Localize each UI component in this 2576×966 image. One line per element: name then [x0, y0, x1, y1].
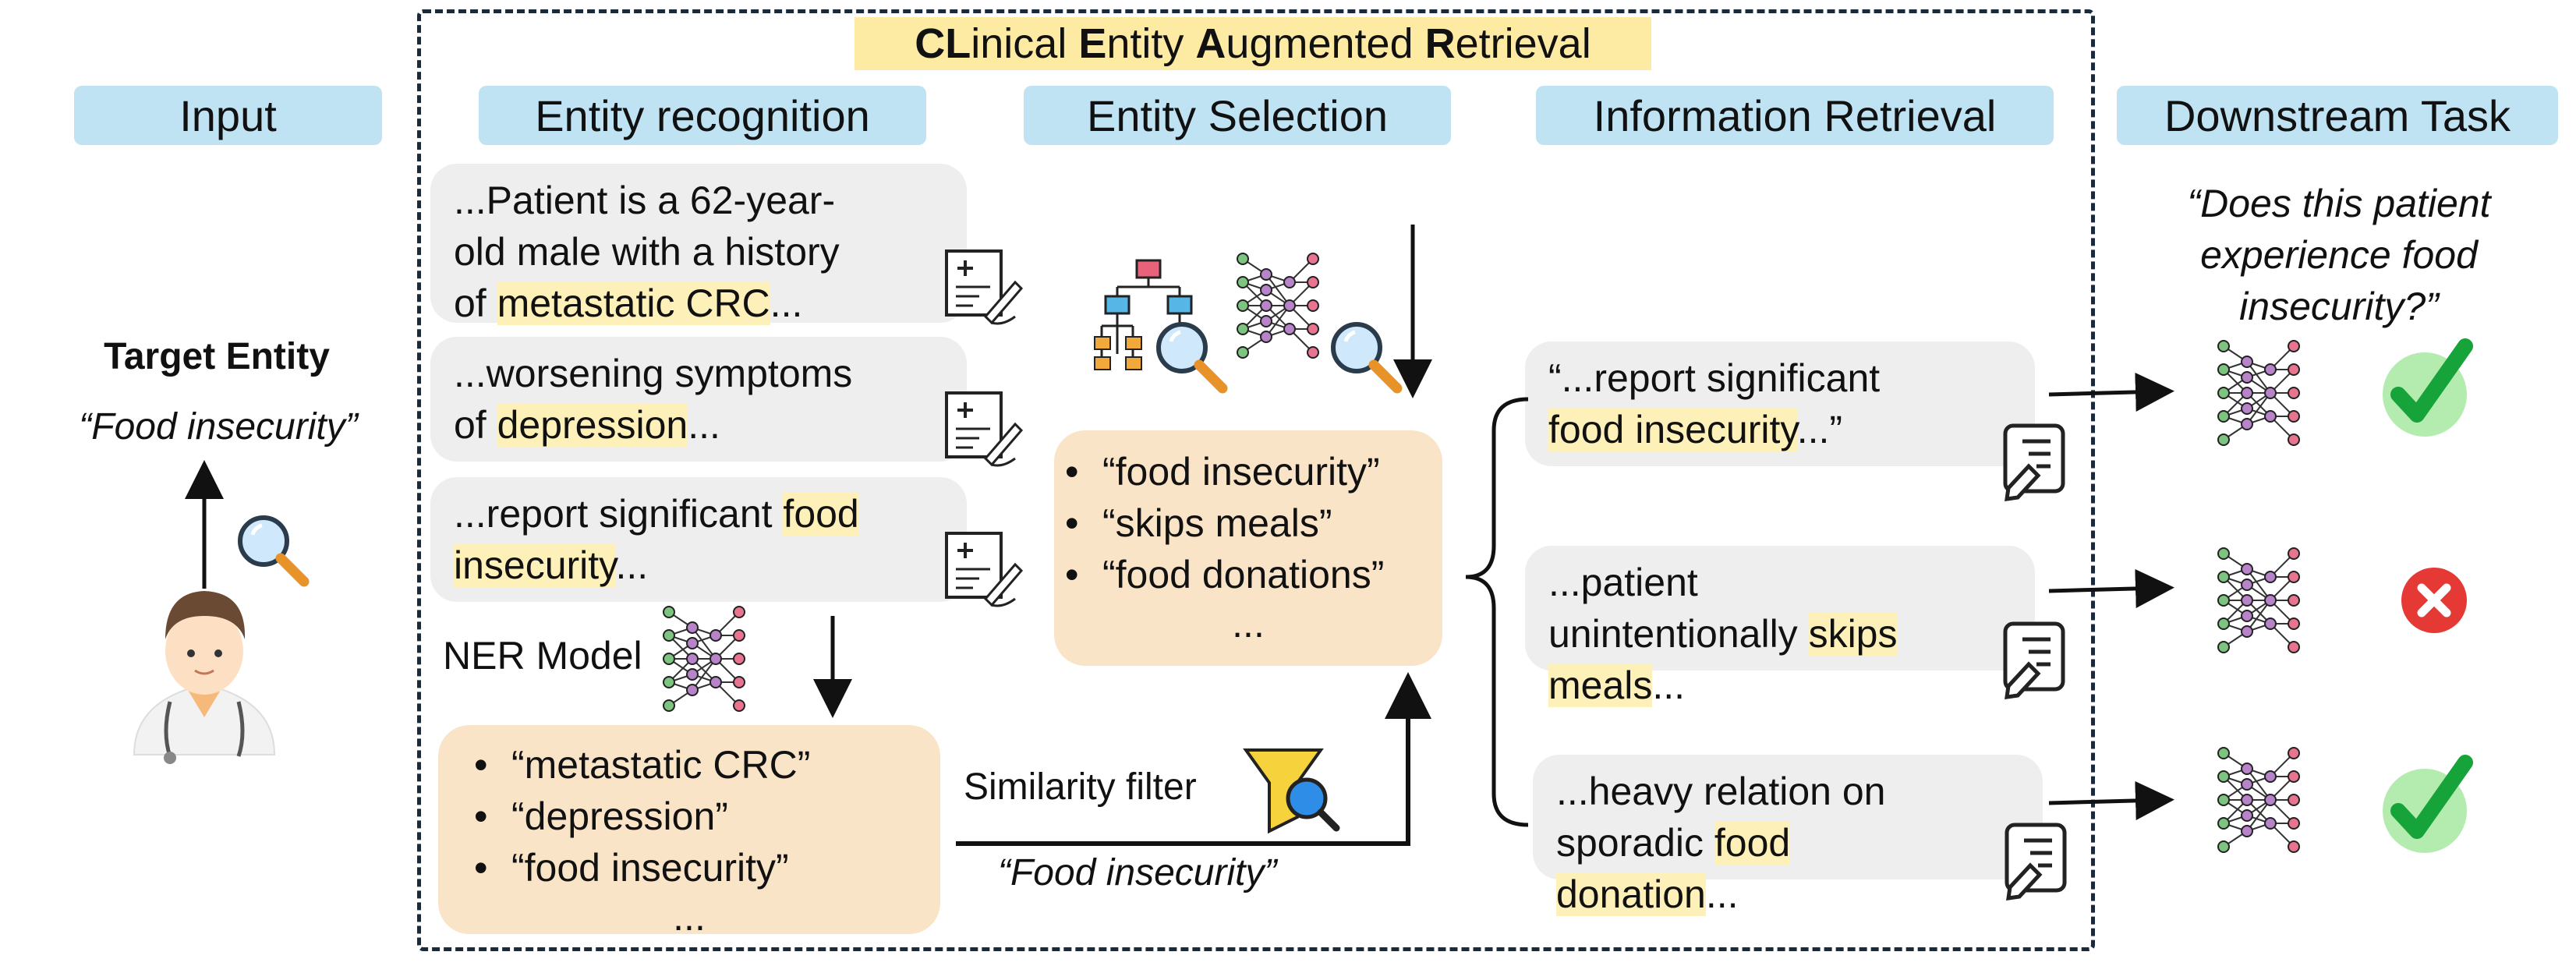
- main-title: CLinical Entity Augmented Retrieval: [855, 17, 1651, 70]
- highlight-food-insecurity: food insecurity: [1548, 408, 1797, 451]
- document-icon: [2005, 624, 2063, 697]
- retrieved-doc-1: “...report significant food insecurity..…: [1525, 341, 2035, 466]
- list-item: “food insecurity”: [474, 842, 940, 893]
- search-icon: [1333, 324, 1397, 388]
- neural-network-icon: [2217, 340, 2300, 446]
- list-item: “depression”: [474, 791, 940, 842]
- clear-pipeline-frame: [417, 9, 2095, 951]
- similarity-arrow: [956, 672, 1431, 846]
- hierarchy-icon: [1094, 259, 1193, 370]
- clinical-note-icon: [945, 532, 1023, 607]
- neural-network-icon: [2217, 547, 2300, 653]
- brace: [1465, 397, 1529, 827]
- check-icon: [2383, 346, 2467, 437]
- header-input: Input: [74, 86, 382, 145]
- document-icon: [2005, 426, 2063, 499]
- header-entity-selection: Entity Selection: [1024, 86, 1451, 145]
- list-item: “skips meals”: [1065, 497, 1442, 549]
- right-arrow: [2048, 780, 2174, 820]
- target-entity-value: “Food insecurity”: [79, 406, 358, 448]
- search-icon: [240, 518, 304, 582]
- highlight-metastatic-crc: metastatic CRC: [497, 281, 770, 325]
- more-ellipsis: ...: [673, 895, 706, 939]
- neural-network-icon: [663, 606, 745, 712]
- more-ellipsis: ...: [1232, 602, 1265, 646]
- check-icon: [2383, 763, 2467, 853]
- downstream-question: “Does this patient experience food insec…: [2187, 182, 2491, 328]
- recognized-entities-list: “metastatic CRC” “depression” “food inse…: [438, 725, 940, 939]
- clinical-note-icon: [945, 391, 1023, 467]
- clinical-note-icon: [945, 249, 1023, 325]
- right-arrow: [2048, 372, 2174, 412]
- retrieved-doc-2: ...patient unintentionally skips meals..…: [1525, 546, 2035, 707]
- funnel-icon: [1243, 748, 1340, 834]
- neural-network-icon: [2217, 747, 2300, 853]
- neural-network-icon: [1237, 253, 1319, 359]
- doctor-avatar: [133, 591, 276, 764]
- selected-entities-list: “food insecurity” “skips meals” “food do…: [1054, 430, 1442, 666]
- right-arrow: [2048, 568, 2174, 608]
- similarity-filter-label: Similarity filter: [964, 766, 1197, 808]
- clinical-note-1: ...Patient is a 62-year-old male with a …: [430, 164, 967, 325]
- header-downstream-task: Downstream Task: [2117, 86, 2558, 145]
- filter-query-label: “Food insecurity”: [998, 852, 1277, 893]
- header-entity-recognition: Entity recognition: [479, 86, 926, 145]
- highlight-depression: depression: [497, 403, 688, 447]
- clinical-note-3: ...report significant food insecurity...: [430, 477, 967, 602]
- list-item: “food insecurity”: [1065, 446, 1442, 497]
- clinical-note-2: ...worsening symptoms of depression...: [430, 337, 967, 462]
- ner-model-label: NER Model: [443, 634, 642, 678]
- document-icon: [2007, 825, 2065, 898]
- search-icon: [1159, 324, 1223, 388]
- list-item: “food donations”: [1065, 549, 1442, 600]
- cross-icon: [2401, 568, 2467, 633]
- header-information-retrieval: Information Retrieval: [1536, 86, 2054, 145]
- retrieved-doc-3: ...heavy relation on sporadic food donat…: [1533, 755, 2043, 916]
- target-entity-label: Target Entity: [104, 336, 330, 377]
- list-item: “metastatic CRC”: [474, 739, 940, 791]
